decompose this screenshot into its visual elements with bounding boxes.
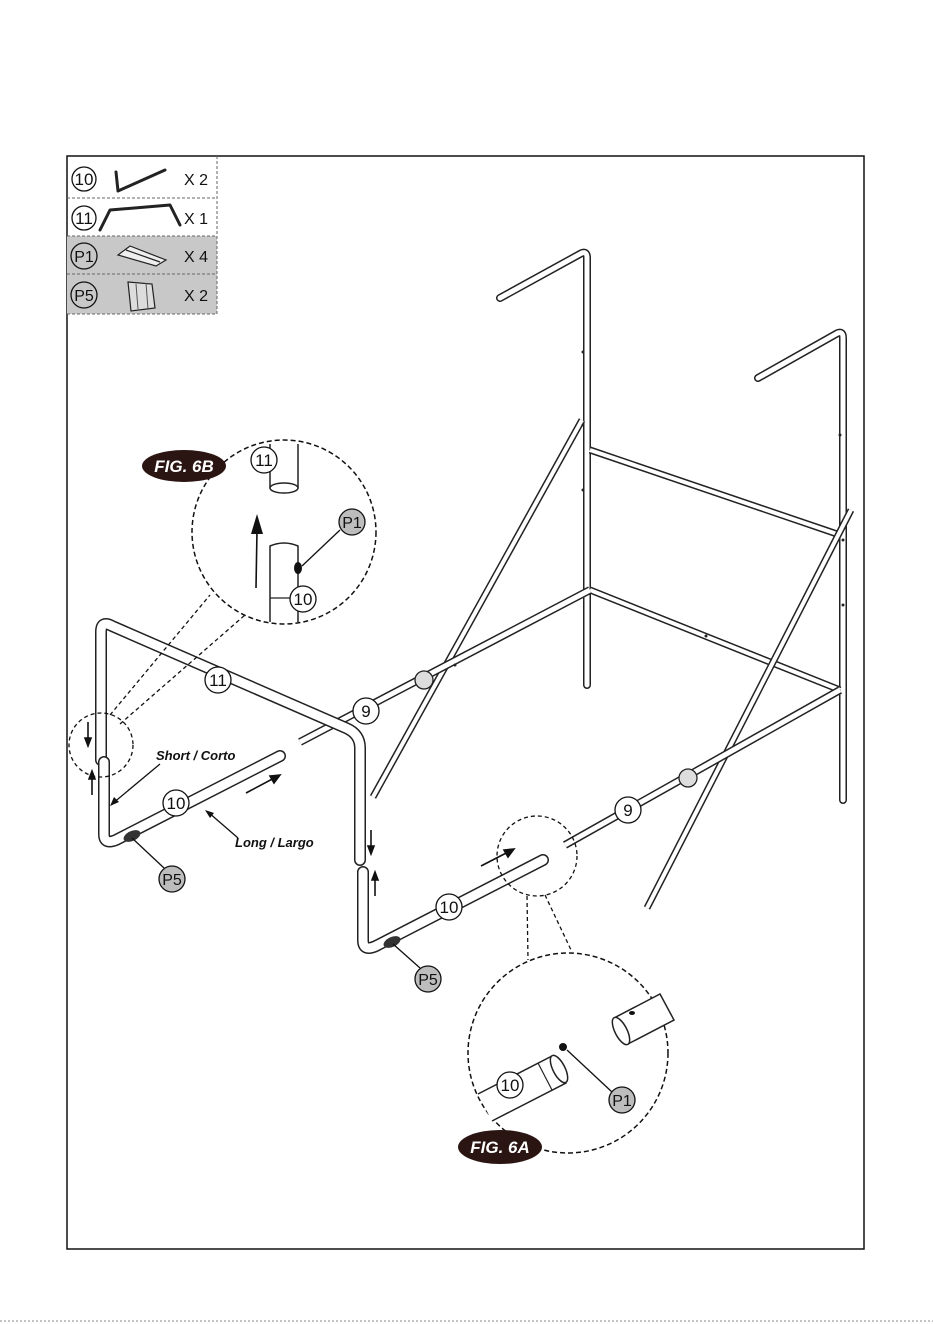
hinge-right <box>679 769 697 787</box>
svg-text:9: 9 <box>361 702 370 721</box>
parts-row-p1-id: P1 <box>74 249 94 266</box>
fig-6a-callout-p1: P1 <box>612 1093 632 1110</box>
svg-text:Short / Corto: Short / Corto <box>156 748 235 763</box>
svg-text:10: 10 <box>167 794 186 813</box>
page-border <box>67 156 864 1249</box>
parts-row-10-qty: X 2 <box>184 172 208 189</box>
parts-row-10: 10 X 2 <box>72 167 208 191</box>
parts-row-p5-id: P5 <box>74 288 94 305</box>
parts-row-10-id: 10 <box>75 170 94 189</box>
part-11-icon <box>100 205 180 230</box>
fig-6b-callout-10: 10 <box>294 590 313 609</box>
callout-p5-right: P5 <box>393 944 441 992</box>
insert-arrows <box>85 722 514 896</box>
parts-list: 10 X 2 11 X 1 P1 X 4 P5 X 2 <box>67 156 217 314</box>
left-upright <box>500 253 587 685</box>
parts-row-p5-qty: X 2 <box>184 288 208 305</box>
callout-p5-left: P5 <box>132 838 185 892</box>
part-10-icon <box>116 170 165 191</box>
front-assembly <box>85 624 543 950</box>
callout-10-left: 10 <box>163 790 189 816</box>
svg-text:10: 10 <box>440 898 459 917</box>
parts-row-11-qty: X 1 <box>184 211 208 228</box>
svg-text:11: 11 <box>209 671 227 690</box>
fig-6a-detail: 10 P1 FIG. 6A <box>458 895 674 1164</box>
parts-row-11-id: 11 <box>75 209 93 228</box>
callout-9-right: 9 <box>615 797 641 823</box>
fig-6b-label: FIG. 6B <box>154 457 214 476</box>
svg-text:9: 9 <box>623 801 632 820</box>
fig-6b-callout-p1: P1 <box>342 515 362 532</box>
fig-6b-callout-11: 11 <box>255 451 273 470</box>
fig-6a-label: FIG. 6A <box>470 1138 530 1157</box>
hinge-left <box>415 671 433 689</box>
long-label: Long / Largo <box>205 810 314 850</box>
part-p5-icon <box>128 282 155 311</box>
fig-6a-callout-10: 10 <box>501 1076 520 1095</box>
parts-row-p1-qty: X 4 <box>184 249 208 266</box>
callout-11-main: 11 <box>205 667 231 693</box>
parts-row-11: 11 X 1 <box>72 205 208 230</box>
svg-text:P5: P5 <box>418 972 438 989</box>
callout-10-right: 10 <box>436 894 462 920</box>
main-frame <box>300 253 851 908</box>
svg-text:P5: P5 <box>162 872 182 889</box>
svg-text:Long / Largo: Long / Largo <box>235 835 314 850</box>
callout-9-left: 9 <box>353 698 379 724</box>
